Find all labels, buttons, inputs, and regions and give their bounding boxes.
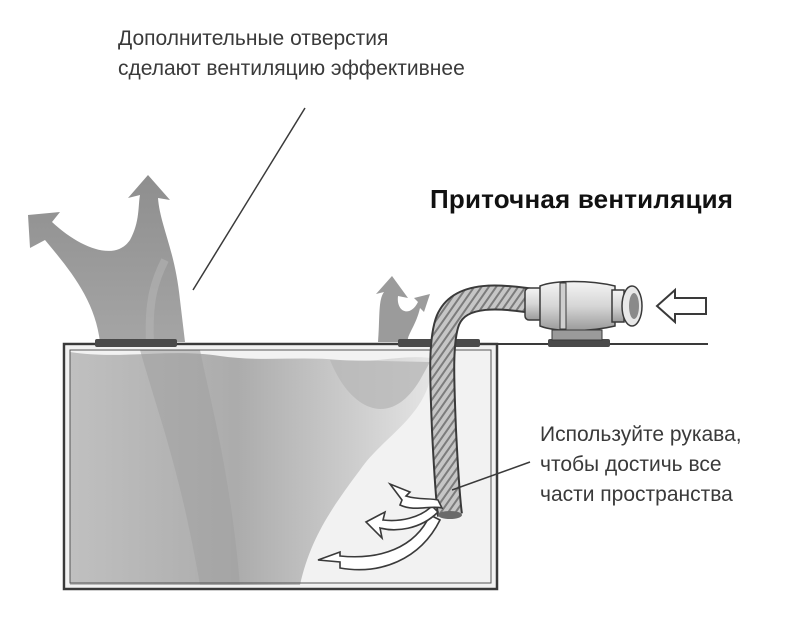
room-outline (62, 342, 499, 591)
vent-opening-left (95, 339, 177, 347)
supply-fan-unit (524, 280, 643, 341)
sleeves-annotation-line-1: Используйте рукава, (540, 423, 742, 446)
sleeves-annotation-line-3: части пространства (540, 483, 733, 506)
holes-annotation-leader (192, 107, 306, 291)
sleeves-annotation: Используйте рукава, чтобы достичь все ча… (540, 420, 742, 510)
sleeves-annotation-leader (451, 461, 531, 491)
room-inner-outline (69, 349, 492, 584)
holes-annotation: Дополнительные отверстия сделают вентиля… (118, 24, 465, 84)
hose-outlet-airflow-arrows (317, 482, 444, 571)
holes-annotation-line-1: Дополнительные отверстия (118, 27, 389, 50)
diagram-title: Приточная вентиляция (430, 184, 734, 214)
intake-arrow-icon (655, 287, 707, 325)
exhaust-plume-left (28, 175, 185, 343)
sleeves-annotation-line-2: чтобы достичь все (540, 453, 722, 476)
exhaust-plume-right (376, 276, 430, 342)
corrugated-hose (429, 284, 548, 519)
fan-mount-plate (548, 339, 610, 347)
holes-annotation-line-2: сделают вентиляцию эффективнее (118, 57, 465, 80)
